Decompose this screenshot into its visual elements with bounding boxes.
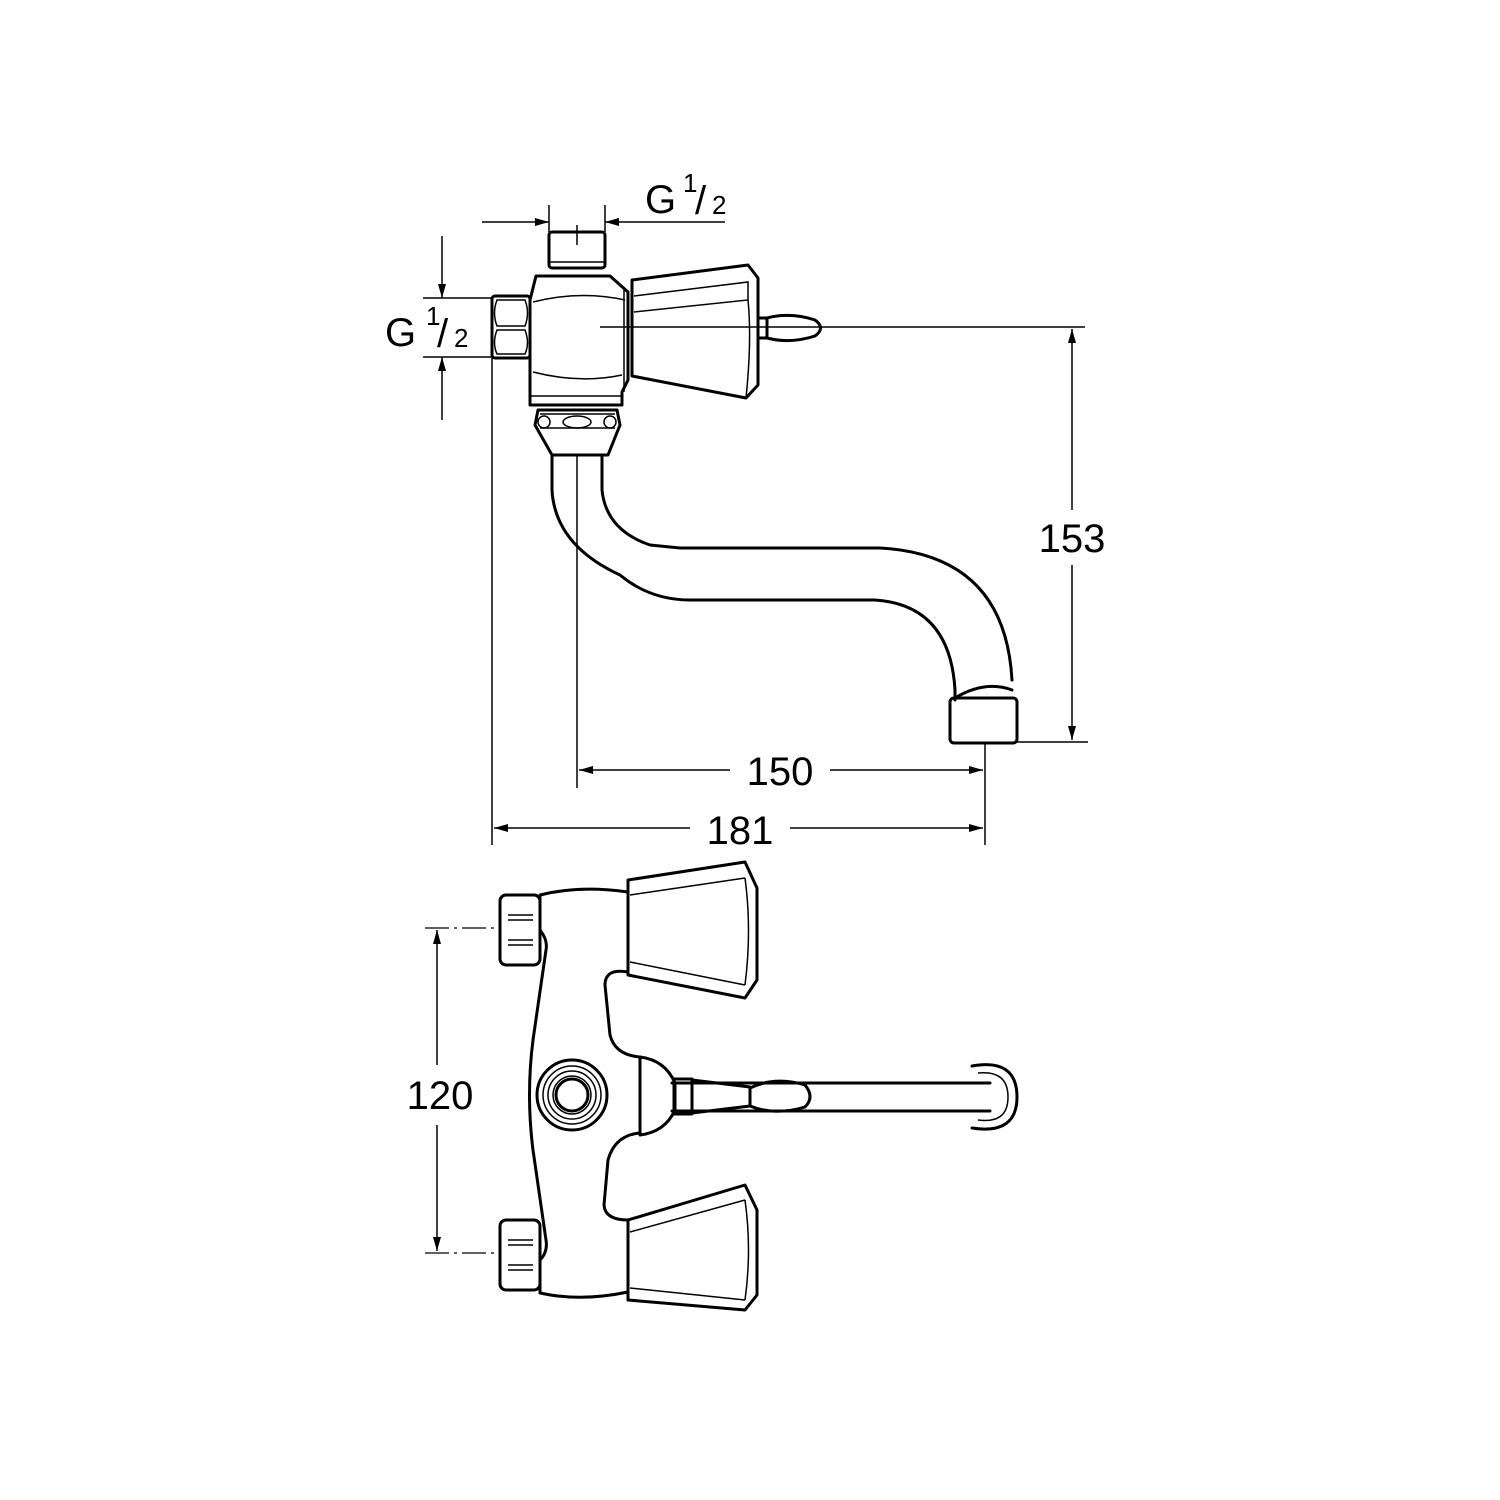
thread-den: 2 [454,323,468,353]
thread-den: 2 [712,190,726,220]
top-inlet-fitting [547,225,607,270]
top-nut [498,893,542,967]
collar [533,408,622,457]
bottom-nut [498,1218,542,1292]
spout-reach-dimension: 150 [579,750,983,794]
total-depth-dimension: 181 [494,809,983,853]
body-outline [528,887,642,1299]
top-view: 120 [407,860,1019,1312]
thread-num: 1 [683,168,697,198]
top-handle [626,860,759,1000]
valve-body [528,274,630,407]
svg-text:/: / [695,179,707,223]
side-inlet-thread-dimension: G 1 / 2 [385,236,468,420]
thread-prefix: G [645,178,676,222]
reach-value: 150 [747,750,814,794]
height-dimension: 153 [1039,329,1106,740]
wall-outlet-rosette [535,1058,609,1132]
thread-prefix: G [385,311,416,355]
depth-value: 181 [707,809,774,853]
height-value: 153 [1039,517,1106,561]
side-view: G 1 / 2 G 1 / 2 153 150 [385,168,1105,853]
handle [630,263,822,400]
bottom-handle [626,1183,759,1312]
side-inlet-nut [490,294,532,360]
spout-top [638,1055,1019,1137]
svg-text:/: / [437,312,449,356]
thread-num: 1 [426,301,440,331]
spout [550,453,1019,745]
top-inlet-thread-dimension: G 1 / 2 [482,168,726,226]
inlet-spacing-dimension: 120 [407,927,500,1254]
spacing-value: 120 [407,1074,474,1118]
